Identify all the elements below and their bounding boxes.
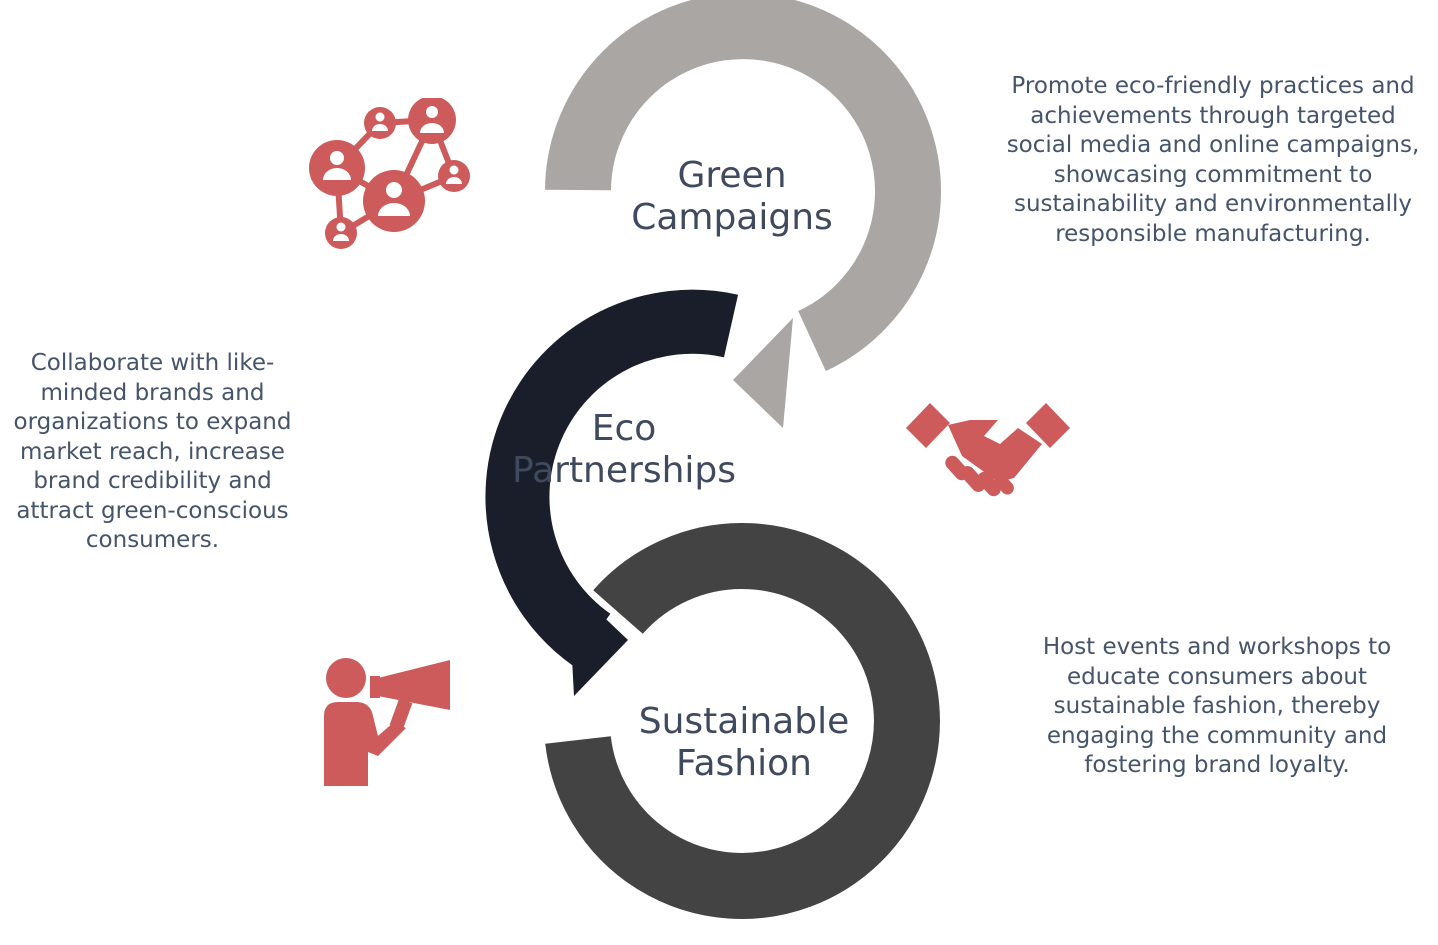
description-line: showcasing commitment to xyxy=(1053,161,1373,188)
description-line: minded brands and xyxy=(40,379,265,406)
eco-partnerships-ring xyxy=(485,289,739,696)
handshake-icon xyxy=(904,400,1072,504)
stage-label-line: Fashion xyxy=(676,743,812,784)
description-line: Collaborate with like- xyxy=(30,350,275,376)
stage-label-green-campaigns: Green Campaigns xyxy=(612,155,852,239)
description-sustainable-fashion: Host events and workshops to educate con… xyxy=(1000,633,1434,781)
stage-label-line: Partnerships xyxy=(511,450,736,491)
description-line: brand credibility and xyxy=(33,468,272,494)
sustainable-fashion-ring xyxy=(545,522,940,919)
description-line: organizations to expand xyxy=(13,409,292,435)
description-line: engaging the community and xyxy=(1046,722,1388,749)
description-eco-partnerships: Collaborate with like- minded brands and… xyxy=(0,349,305,556)
description-line: Promote eco-friendly practices and xyxy=(1011,73,1415,99)
description-line: attract green-conscious xyxy=(16,497,289,524)
description-line: Host events and workshops to xyxy=(1042,634,1392,660)
description-line: consumers. xyxy=(85,527,220,553)
megaphone-person-icon xyxy=(322,656,454,788)
description-line: social media and online campaigns, xyxy=(1006,132,1420,158)
description-line: fostering brand loyalty. xyxy=(1084,752,1350,778)
description-line: market reach, increase xyxy=(20,438,285,465)
description-line: sustainable fashion, thereby xyxy=(1053,693,1381,719)
network-people-icon xyxy=(302,98,474,254)
stage-label-line: Eco xyxy=(591,408,657,449)
stage-label-line: Green xyxy=(677,155,787,196)
stage-label-sustainable-fashion: Sustainable Fashion xyxy=(604,701,884,785)
description-line: responsible manufacturing. xyxy=(1055,220,1371,247)
stage-label-eco-partnerships: Eco Partnerships xyxy=(494,408,754,492)
description-line: sustainability and environmentally xyxy=(1014,191,1412,217)
green-campaigns-ring xyxy=(545,0,941,428)
stage-label-line: Campaigns xyxy=(631,197,833,238)
description-green-campaigns: Promote eco-friendly practices and achie… xyxy=(968,72,1438,249)
stage-label-line: Sustainable xyxy=(638,701,850,742)
description-line: achievements through targeted xyxy=(1030,102,1396,129)
description-line: educate consumers about xyxy=(1066,663,1368,690)
